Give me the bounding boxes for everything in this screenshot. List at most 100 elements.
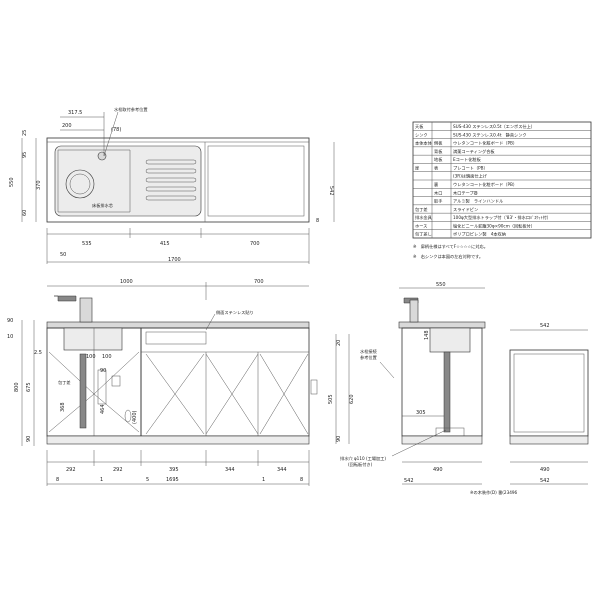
spec-cell-c: ポリプロピレン製 4本収納 xyxy=(453,231,506,238)
spec-cell-c: 満薬コーティング合板 xyxy=(453,148,495,155)
label-faucet-conn2: 参考位置 xyxy=(360,354,377,361)
dim-620: 620 xyxy=(349,394,355,404)
plan-drainboard xyxy=(145,159,197,201)
dim-400: (400) xyxy=(132,411,138,424)
spec-cell-b: 裏 xyxy=(434,181,439,188)
side-plinth xyxy=(401,435,483,445)
dim-side-550: 550 xyxy=(436,282,446,288)
dim-90-bot: 90 xyxy=(26,436,32,442)
dim-front-1000: 1000 xyxy=(120,279,133,285)
rear-plinth xyxy=(509,435,589,445)
dim-675: 675 xyxy=(26,382,32,392)
spec-cell-a: シンク xyxy=(415,132,428,138)
dim-464: 464 xyxy=(100,404,106,414)
dim-1700: 1700 xyxy=(168,257,181,263)
plan-sink-basin xyxy=(54,145,202,217)
side-faucet-body xyxy=(409,299,419,323)
spec-cell-b: 地板 xyxy=(434,156,443,163)
front-trap xyxy=(97,369,107,405)
label-drain-hole2: (回転板付き) xyxy=(348,461,373,468)
spec-cell-c: (3R)は鏡面仕上げ xyxy=(453,173,488,180)
front-drain-pipe xyxy=(79,353,87,429)
side-countertop xyxy=(398,321,486,329)
tick-1b: 1 xyxy=(262,477,265,483)
spec-cell-a: 包丁差 xyxy=(415,206,428,212)
spec-cell-a: 本体本体 xyxy=(415,140,433,147)
front-door-diagonals xyxy=(48,351,309,435)
tick-8: 8 xyxy=(56,477,59,483)
rear-cabinet xyxy=(509,349,589,437)
dim-292b: 292 xyxy=(113,467,123,473)
tick-1a: 1 xyxy=(100,477,103,483)
tick-8b: 8 xyxy=(300,477,303,483)
front-elevation: 1000 700 側面ステンレス貼り 90 10 2.5 800 675 90 … xyxy=(7,279,355,486)
dim-415: 415 xyxy=(160,241,170,247)
plan-view: 317.5 200 (78) 水栓取付参考位置 床板排水芯 25 95 550 … xyxy=(9,106,335,264)
spec-cell-b: 表 xyxy=(434,164,439,171)
dim-344b: 344 xyxy=(277,467,287,473)
spec-cell-b: 背板 xyxy=(434,148,443,155)
dim-200: 200 xyxy=(62,123,72,129)
dim-78: (78) xyxy=(111,127,121,133)
label-faucet-ref: 水栓取付参考位置 xyxy=(114,106,148,113)
dim-rear-490: 490 xyxy=(540,467,550,473)
side-view: 550 148 305 490 542 水栓接続 参考位置 排水穴 φ110 (… xyxy=(340,282,486,485)
dim-60: 60 xyxy=(22,210,28,216)
plan-right-panel xyxy=(207,145,305,217)
front-sink-bowl xyxy=(63,327,123,351)
spec-cell-a: 天板 xyxy=(415,123,424,130)
dim-100a: 100 xyxy=(86,354,96,360)
dim-8: 8 xyxy=(316,218,319,224)
spec-cell-c: 塩化ビニール蛇腹30φ×90cm（回転板付） xyxy=(453,222,535,229)
dim-25: 25 xyxy=(22,130,28,136)
label-faucet-conn: 水栓接続 xyxy=(360,348,378,355)
spec-cell-a: 扉 xyxy=(415,164,419,171)
dim-800: 800 xyxy=(14,382,20,392)
spec-cell-c: Eコート化粧板 xyxy=(453,156,482,163)
dim-side-490: 490 xyxy=(433,467,443,473)
dim-292a: 292 xyxy=(66,467,76,473)
dim-rear-542b: 542 xyxy=(540,478,550,484)
dim-90-inner: 90 xyxy=(100,368,106,374)
spec-cell-c: SUS-430 ステンレス0.4t 静音シンク xyxy=(453,131,527,138)
spec-cell-c: アルミ製 ラインハンドル xyxy=(453,198,503,205)
dim-2-5: 2.5 xyxy=(34,350,42,356)
label-knife-holder: 包丁差 xyxy=(58,379,71,385)
spec-cell-b: 側板 xyxy=(434,140,443,147)
side-sink-bowl xyxy=(429,327,471,353)
dim-344a: 344 xyxy=(225,467,235,473)
spec-table: 天板 SUS-430 ステンレス0.5t（エンボス仕上） シンク SUS-430 ステ… xyxy=(412,121,592,260)
dim-95: 95 xyxy=(22,152,28,158)
dim-542: 542 xyxy=(328,186,334,196)
label-side-sticker: 側面ステンレス貼り xyxy=(216,309,254,316)
spec-cell-c: SUS-430 ステンレス0.5t（エンボス仕上） xyxy=(453,123,535,130)
dim-535: 535 xyxy=(82,241,92,247)
plan-drain-inner xyxy=(69,173,91,195)
dim-317: 317.5 xyxy=(68,110,82,116)
label-drain: 床板排水芯 xyxy=(92,202,113,209)
spec-cell-c: ウレタンコート化粧ボード（PB） xyxy=(453,181,517,188)
dim-side-305: 305 xyxy=(416,410,426,416)
spec-cell-c: スライドピン xyxy=(453,207,478,213)
dim-rear-542: 542 xyxy=(540,323,550,329)
spec-cell-a: 包丁差し xyxy=(415,231,432,237)
front-faucet-spout xyxy=(54,295,77,302)
dim-50: 50 xyxy=(60,252,66,258)
rear-view: 542 490 542 xyxy=(509,323,589,485)
dim-368: 368 xyxy=(60,402,66,412)
dim-front-700: 700 xyxy=(254,279,264,285)
dim-10: 10 xyxy=(7,334,13,340)
dim-1695: 1695 xyxy=(166,477,179,483)
spec-note: ※ 扉柄仕様はすべてF☆☆☆☆に対応。 xyxy=(413,243,488,250)
spec-cell-b: 取手 xyxy=(434,198,442,205)
front-plinth xyxy=(46,435,310,445)
spec-cell-b: 木口 xyxy=(434,189,442,196)
label-drain-hole: 排水穴 φ110 (工場加工) xyxy=(340,455,386,462)
dim-90-top: 90 xyxy=(7,318,13,324)
dim-395: 395 xyxy=(169,467,179,473)
spec-cell-c: ウレタンコート化粧ボード（PB） xyxy=(453,140,517,147)
dim-370: 370 xyxy=(36,180,42,190)
plan-back-edge xyxy=(46,137,310,143)
